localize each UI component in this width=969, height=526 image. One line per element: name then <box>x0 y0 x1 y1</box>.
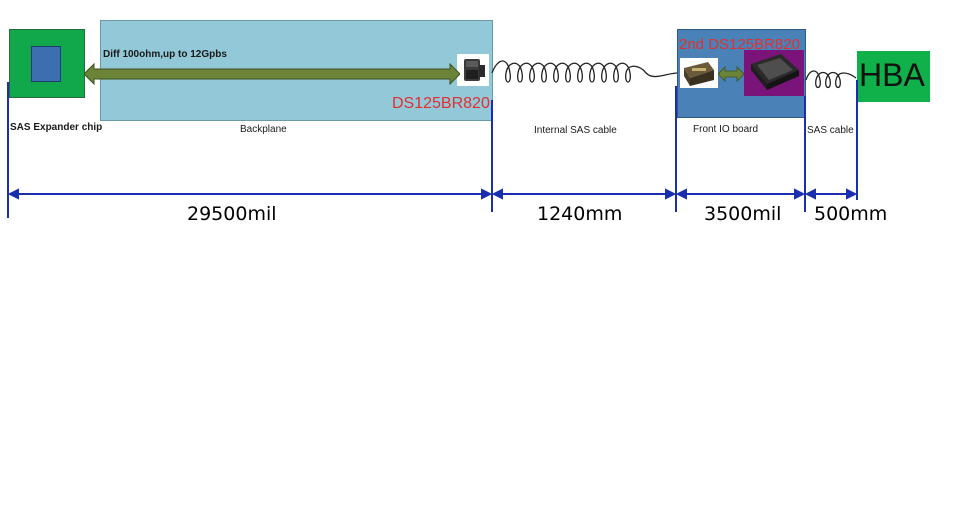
front-io-arrow <box>718 66 744 82</box>
dimension-front-io: 3500mil <box>704 203 782 225</box>
internal-cable-label: Internal SAS cable <box>534 125 617 136</box>
diff-pair-arrow <box>84 63 460 85</box>
sas-cable-label: SAS cable <box>807 125 854 136</box>
internal-sas-cable <box>491 60 679 83</box>
front-io-label: Front IO board <box>693 124 759 135</box>
backplane-chip-label: DS125BR820 <box>392 95 490 112</box>
ds125br820-chip-icon <box>745 50 803 94</box>
sas-connector-icon <box>457 54 489 86</box>
sas-expander-chip <box>9 29 85 98</box>
expander-die <box>31 46 61 82</box>
hba-block: HBA <box>857 51 930 102</box>
backplane-label: Backplane <box>240 124 287 135</box>
external-sas-cable <box>805 70 857 89</box>
dimension-internal-cable: 1240mm <box>537 203 623 225</box>
sas-expander-label: SAS Expander chip <box>10 122 103 133</box>
dimension-backplane: 29500mil <box>187 203 277 225</box>
dimension-sas-cable: 500mm <box>814 203 888 225</box>
front-io-chip-label: 2nd DS125BR820 <box>679 36 800 53</box>
hba-label: HBA <box>859 57 925 93</box>
diff-spec-text: Diff 100ohm,up to 12Gpbs <box>103 49 227 60</box>
front-connector-icon <box>680 58 718 88</box>
